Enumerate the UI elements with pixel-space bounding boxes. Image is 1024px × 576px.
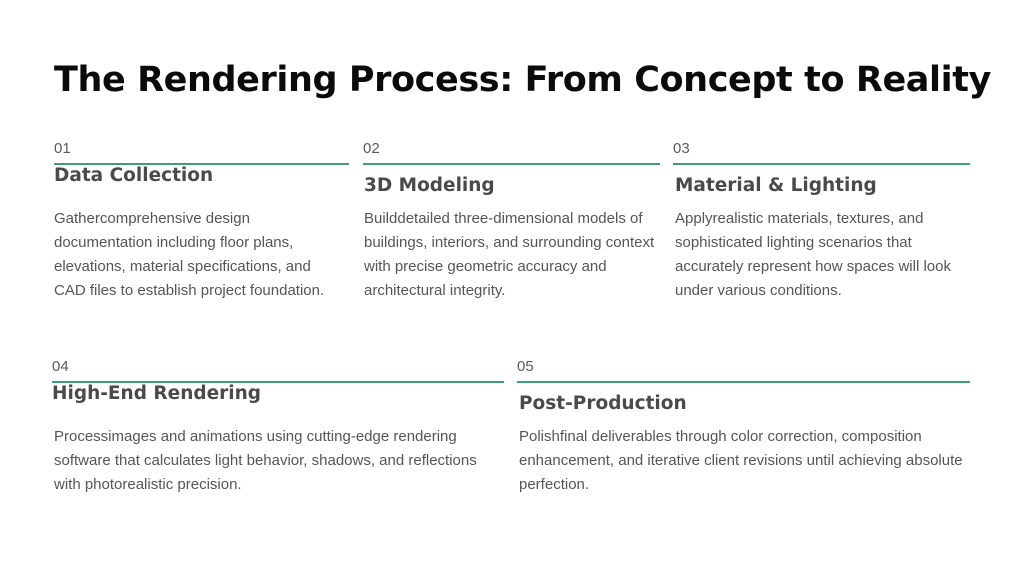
process-step-high-end-rendering: 04 High-End Rendering Processimages and … bbox=[52, 358, 504, 497]
process-step-data-collection: 01 Data Collection Gathercomprehensive d… bbox=[54, 140, 349, 303]
step-number: 01 bbox=[54, 140, 71, 157]
step-number: 04 bbox=[52, 358, 69, 375]
step-title: Material & Lighting bbox=[675, 175, 877, 196]
step-title: 3D Modeling bbox=[364, 175, 495, 196]
step-number: 05 bbox=[517, 358, 534, 375]
step-description: Gathercomprehensive design documentation… bbox=[54, 210, 325, 299]
step-divider bbox=[363, 163, 660, 165]
step-number: 03 bbox=[673, 140, 690, 157]
step-description: Applyrealistic materials, textures, and … bbox=[675, 210, 951, 299]
step-description: Builddetailed three-dimensional models o… bbox=[364, 210, 655, 299]
step-divider bbox=[54, 163, 349, 165]
step-divider bbox=[517, 381, 970, 383]
step-description: Polishfinal deliverables through color c… bbox=[519, 428, 963, 493]
step-title: High-End Rendering bbox=[52, 383, 262, 404]
step-number: 02 bbox=[363, 140, 380, 157]
step-divider bbox=[673, 163, 970, 165]
step-title: Post-Production bbox=[519, 393, 687, 414]
step-title: Data Collection bbox=[54, 165, 214, 186]
step-divider bbox=[52, 381, 504, 383]
process-step-3d-modeling: 02 3D Modeling Builddetailed three-dimen… bbox=[363, 140, 660, 303]
page-title: The Rendering Process: From Concept to R… bbox=[54, 60, 991, 100]
process-step-material-lighting: 03 Material & Lighting Applyrealistic ma… bbox=[673, 140, 970, 303]
process-step-post-production: 05 Post-Production Polishfinal deliverab… bbox=[517, 358, 970, 497]
step-description: Processimages and animations using cutti… bbox=[54, 428, 477, 493]
